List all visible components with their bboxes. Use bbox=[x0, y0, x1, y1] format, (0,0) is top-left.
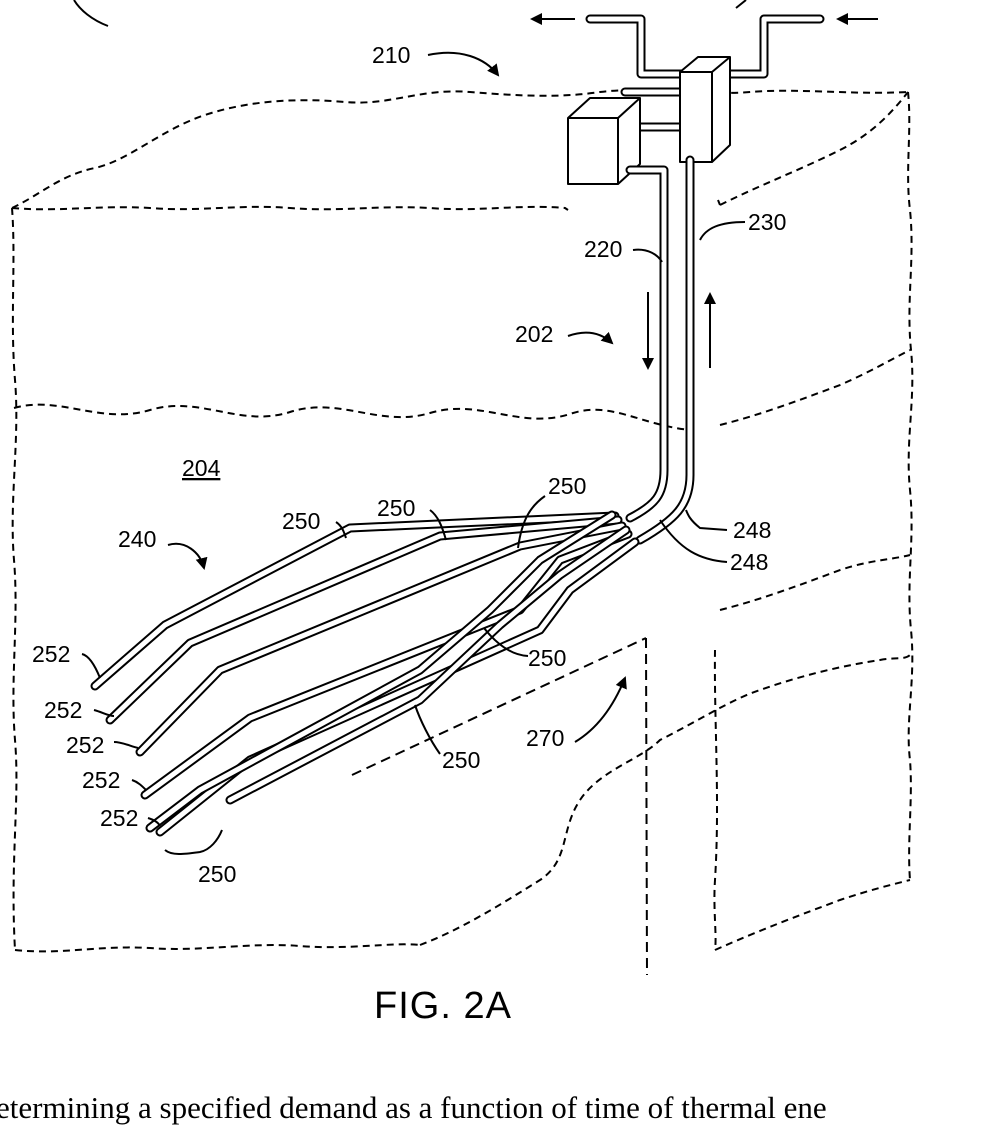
label-inlet-pipe: 220 bbox=[584, 236, 622, 262]
label-lateral-5: 250 bbox=[442, 747, 480, 773]
body-text-fragment: etermining a specified demand as a funct… bbox=[0, 1088, 1005, 1128]
label-system: 210 bbox=[372, 42, 410, 68]
label-outlet-pipe: 230 bbox=[748, 209, 786, 235]
label-heat-exchanger: 240 bbox=[118, 526, 156, 552]
label-lateral-2: 250 bbox=[377, 495, 415, 521]
label-end-2: 252 bbox=[44, 697, 82, 723]
label-formation: 204 bbox=[182, 455, 221, 481]
label-end-1: 252 bbox=[32, 641, 70, 667]
top-center-leader bbox=[736, 0, 746, 8]
equipment-box-right bbox=[680, 57, 730, 162]
region-270-outline bbox=[352, 638, 647, 975]
label-well: 202 bbox=[515, 321, 553, 347]
label-lateral-group: 250 bbox=[198, 861, 236, 887]
figure-caption: FIG. 2A bbox=[374, 985, 512, 1027]
lateral-pipes bbox=[95, 515, 635, 832]
label-end-5: 252 bbox=[100, 805, 138, 831]
label-lateral-4: 250 bbox=[528, 645, 566, 671]
label-region: 270 bbox=[526, 725, 564, 751]
label-junction-b: 248 bbox=[730, 549, 768, 575]
top-left-leader bbox=[74, 0, 108, 26]
label-end-4: 252 bbox=[82, 767, 120, 793]
label-lateral-1: 250 bbox=[282, 508, 320, 534]
label-junction-a: 248 bbox=[733, 517, 771, 543]
label-lateral-3: 250 bbox=[548, 473, 586, 499]
label-end-3: 252 bbox=[66, 732, 104, 758]
